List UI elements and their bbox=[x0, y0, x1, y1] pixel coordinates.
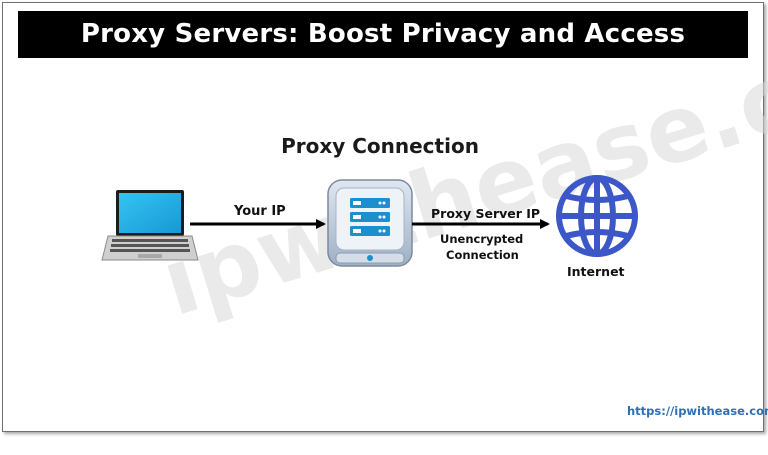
edge-label-your-ip: Your IP bbox=[234, 204, 286, 219]
diagram-canvas bbox=[101, 175, 638, 267]
laptop-icon bbox=[101, 190, 199, 261]
edge-sublabel-unencrypted: Unencrypted bbox=[440, 232, 524, 246]
footer-url-link[interactable]: https://ipwithease.com bbox=[627, 404, 768, 418]
diagram-title: Proxy Connection bbox=[281, 134, 479, 158]
node-label-internet: Internet bbox=[567, 264, 625, 279]
server-icon bbox=[327, 179, 413, 267]
edge-label-proxy-server-ip: Proxy Server IP bbox=[431, 206, 541, 221]
edge-sublabel-connection: Connection bbox=[446, 248, 519, 262]
page-title: Proxy Servers: Boost Privacy and Access bbox=[18, 11, 748, 58]
globe-icon bbox=[556, 175, 638, 257]
